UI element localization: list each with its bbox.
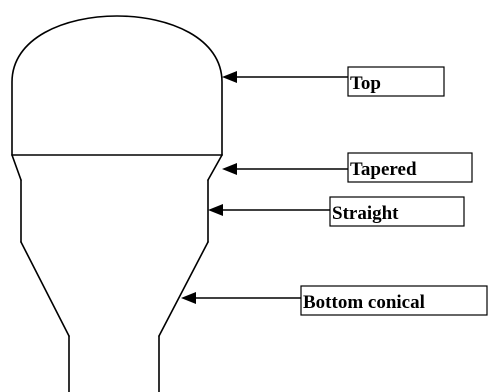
tapered-arrowhead	[222, 163, 237, 175]
vessel-outline	[11, 15, 223, 392]
callout-tapered: Tapered	[222, 152, 473, 183]
straight-section	[20, 179, 209, 243]
tapered-label: Tapered	[350, 159, 417, 180]
straight-arrowhead	[208, 204, 223, 216]
top-arrowhead	[222, 71, 237, 83]
bottom-conical-arrowhead	[181, 292, 196, 304]
tapered-section	[11, 154, 223, 181]
outlet-pipe	[68, 335, 160, 392]
top-label-box	[347, 66, 445, 97]
bottom-conical-label: Bottom conical	[303, 292, 425, 313]
bottom-conical-label-box	[300, 285, 488, 316]
callout-bottom-conical: Bottom conical	[181, 285, 488, 316]
callout-straight: Straight	[208, 196, 465, 227]
straight-label: Straight	[332, 203, 399, 224]
top-label: Top	[350, 73, 381, 94]
top-dome-section	[11, 15, 223, 156]
bottom-conical-section	[20, 241, 209, 337]
straight-label-box	[329, 196, 465, 227]
callout-top: Top	[222, 66, 445, 97]
tapered-label-box	[347, 152, 473, 183]
